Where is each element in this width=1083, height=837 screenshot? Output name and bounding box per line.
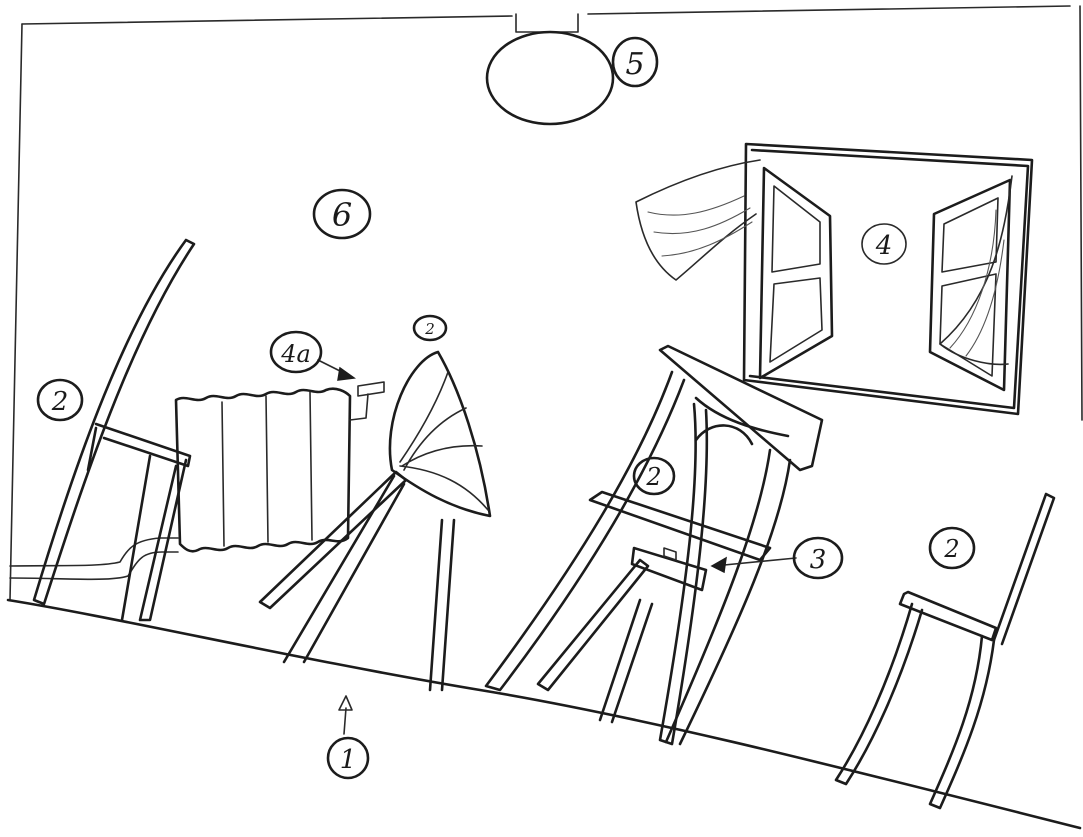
chair-folding bbox=[260, 352, 490, 690]
label-floor: 1 bbox=[328, 738, 368, 778]
label-radiator-valve-text: 4a bbox=[280, 340, 311, 368]
label-chair-left-text: 2 bbox=[51, 387, 69, 417]
label-chair-right-text: 2 bbox=[943, 535, 959, 563]
label-radiator-valve: 4a bbox=[271, 332, 321, 372]
label-lamp: 5 bbox=[613, 38, 657, 86]
label-wall: 6 bbox=[314, 190, 370, 238]
label-lamp-text: 5 bbox=[625, 47, 644, 82]
heating-pipe bbox=[10, 538, 178, 579]
label-window-text: 4 bbox=[875, 231, 893, 261]
label-chair-folding-text: 2 bbox=[424, 320, 435, 338]
ceiling-lamp bbox=[487, 14, 613, 124]
window bbox=[636, 144, 1032, 414]
chair-center bbox=[486, 346, 822, 744]
label-window: 4 bbox=[862, 224, 906, 264]
label-chair-left: 2 bbox=[38, 380, 82, 420]
radiator bbox=[176, 382, 384, 551]
label-chair-center-text: 2 bbox=[645, 463, 661, 491]
label-fastener: 3 bbox=[794, 538, 842, 578]
wall-frame bbox=[8, 6, 1082, 828]
label-wall-text: 6 bbox=[332, 196, 352, 234]
label-chair-folding: 2 bbox=[414, 316, 446, 340]
label-floor-text: 1 bbox=[340, 745, 357, 775]
label-chair-right: 2 bbox=[930, 528, 974, 568]
label-fastener-text: 3 bbox=[810, 545, 827, 575]
